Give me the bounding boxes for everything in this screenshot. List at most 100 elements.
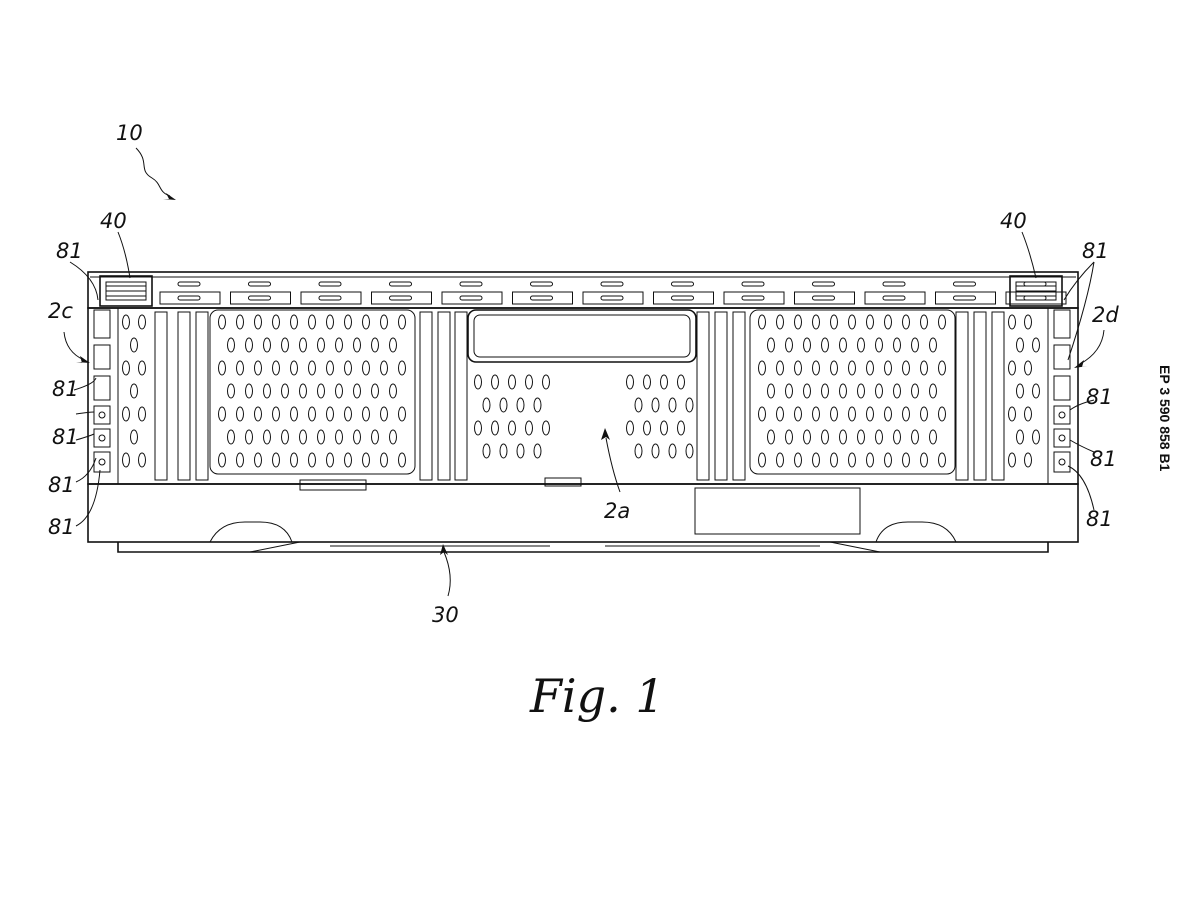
leader-lines: [63, 147, 1105, 597]
perforation-hole: [130, 383, 138, 399]
label-81-right-a: 81: [1086, 385, 1113, 409]
perforation-hole: [371, 429, 379, 445]
perforation-hole: [272, 314, 280, 330]
perforation-hole: [1016, 429, 1024, 445]
perforation-hole: [389, 337, 397, 353]
perforation-hole: [677, 374, 685, 390]
perforation-hole: [839, 337, 847, 353]
perforation-hole: [533, 443, 542, 459]
perforation-hole: [911, 383, 919, 399]
perforation-hole: [344, 314, 352, 330]
perforation-hole: [857, 383, 865, 399]
perforation-hole: [929, 337, 937, 353]
perforation-hole: [938, 314, 946, 330]
perforation-hole: [929, 383, 937, 399]
perforation-hole: [776, 406, 784, 422]
perforation-hole: [920, 360, 928, 376]
rim-slot: [600, 281, 624, 287]
perforation-hole: [263, 337, 271, 353]
side-stack-right: [1053, 309, 1071, 473]
perforation-hole: [866, 360, 874, 376]
perforation-hole: [821, 383, 829, 399]
perforation-hole: [218, 406, 226, 422]
perforation-hole: [236, 360, 244, 376]
perforation-hole: [525, 374, 533, 390]
perforation-hole: [317, 383, 325, 399]
rim-slot: [389, 295, 412, 301]
perforation-hole: [474, 374, 482, 390]
rim-segment: [230, 291, 291, 305]
perforation-hole: [130, 429, 138, 445]
perforation-hole: [290, 452, 298, 468]
perforation-hole: [634, 397, 643, 413]
perforation-hole: [938, 406, 946, 422]
rim-segment: [864, 291, 926, 305]
perforation-hole: [866, 406, 874, 422]
perforation-hole: [1032, 337, 1040, 353]
perforation-hole: [884, 406, 892, 422]
label-40-left: 40: [100, 209, 127, 233]
perforation-hole: [326, 406, 334, 422]
perforation-hole: [767, 429, 775, 445]
rim-slot: [812, 295, 835, 301]
perforation-hole: [138, 360, 146, 376]
perforation-hole: [794, 314, 802, 330]
perforation-hole: [380, 314, 388, 330]
perforation-hole: [803, 429, 811, 445]
perforation-hole: [902, 406, 910, 422]
perforation-hole: [254, 406, 262, 422]
perforation-hole: [362, 452, 370, 468]
perforation-hole: [776, 360, 784, 376]
perforation-hole: [785, 429, 793, 445]
front-wall: [87, 307, 1079, 491]
label-2c: 2c: [48, 299, 73, 323]
rim-slot: [530, 295, 553, 301]
perforation-hole: [326, 452, 334, 468]
perforation-hole: [1016, 337, 1024, 353]
perforation-hole: [398, 360, 406, 376]
rim-slot: [1023, 295, 1047, 301]
handle-opening: [467, 309, 697, 363]
rim-slot: [459, 281, 483, 287]
rim-slot: [953, 281, 976, 287]
perforation-hole: [326, 360, 334, 376]
perforation-hole: [263, 383, 271, 399]
rim-slot: [812, 281, 835, 287]
label-81-left-a: 81: [52, 377, 79, 401]
perforation-hole: [122, 406, 130, 422]
perforation-hole: [335, 383, 343, 399]
perforation-hole: [130, 337, 138, 353]
perforation-hole: [272, 406, 280, 422]
perforation-hole: [353, 429, 361, 445]
perforation-hole: [1008, 452, 1016, 468]
label-2d: 2d: [1092, 303, 1119, 327]
rim-slot: [459, 295, 483, 301]
rim-segment: [371, 291, 432, 305]
perforation-hole: [848, 406, 856, 422]
perforation-hole: [122, 360, 130, 376]
rim-slot: [318, 281, 342, 287]
perforation-hole: [227, 383, 235, 399]
perforation-hole: [643, 420, 651, 436]
perforation-hole: [299, 429, 307, 445]
label-81-right-c: 81: [1086, 507, 1113, 531]
rim-slot: [1023, 281, 1047, 287]
rim-slot: [600, 295, 624, 301]
perforation-hole: [290, 406, 298, 422]
perforation-hole: [1032, 383, 1040, 399]
perforation-hole: [542, 374, 550, 390]
perforation-hole: [474, 420, 482, 436]
label-30: 30: [432, 603, 459, 627]
rim-segment: [935, 291, 996, 305]
perforation-hole: [317, 337, 325, 353]
perforation-hole: [893, 429, 901, 445]
reference-labels: 10 40 40 81 2c 81 81 81 81 81 2d 81 81 8…: [48, 121, 1119, 627]
rim-slot: [671, 295, 694, 301]
perforation-hole: [812, 406, 820, 422]
perforation-hole: [1016, 383, 1024, 399]
perforation-hole: [308, 314, 316, 330]
perforation-hole: [812, 360, 820, 376]
perforation-hole: [677, 420, 685, 436]
perforation-hole: [794, 360, 802, 376]
perforation-hole: [491, 420, 499, 436]
